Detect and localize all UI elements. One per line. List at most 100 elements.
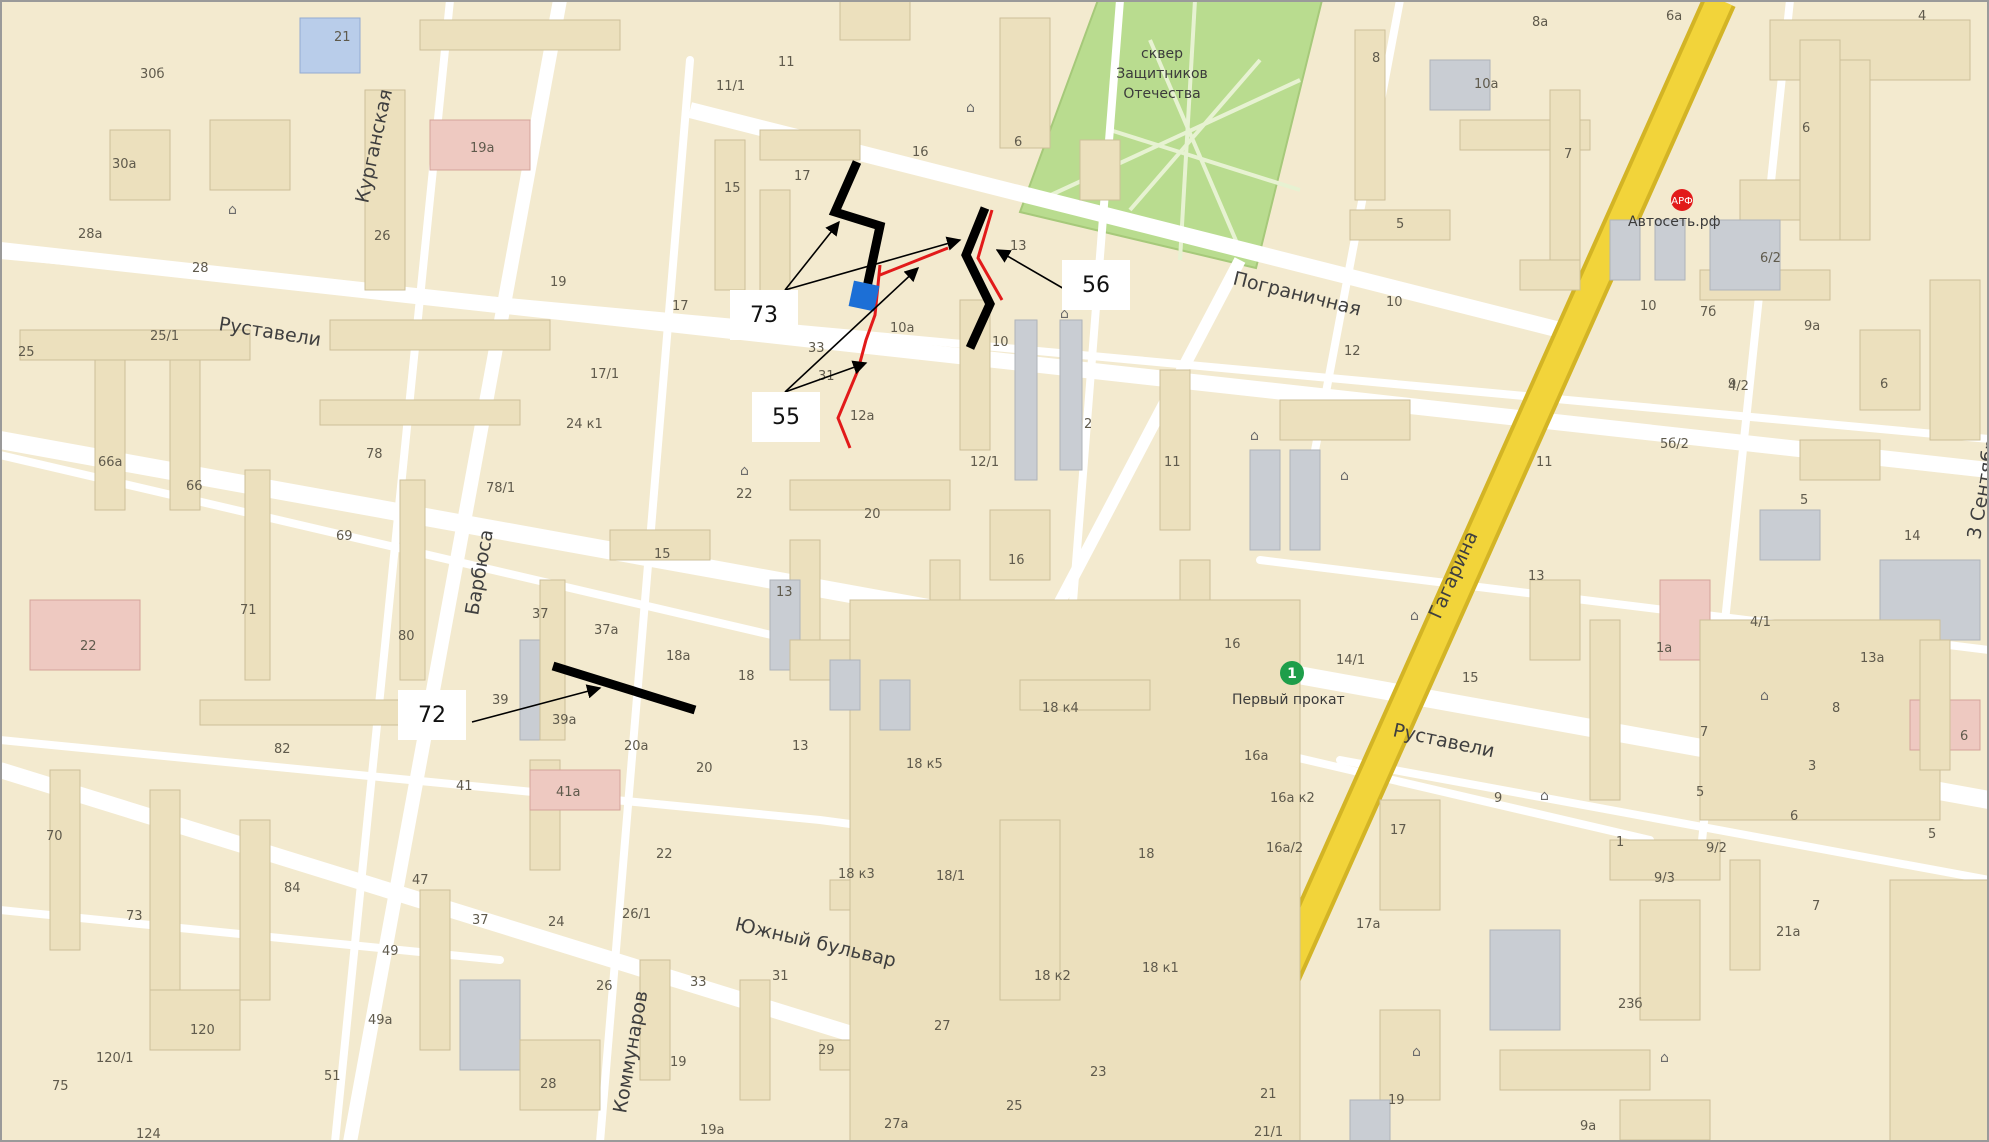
park-label: сквер Защитников Отечества (1116, 46, 1208, 102)
house-number: 5 (1696, 785, 1704, 800)
house-number: 39 (492, 693, 509, 708)
house-number: 4/1 (1750, 615, 1771, 630)
callout-56: 56 (1062, 260, 1130, 310)
house-number: 10 (1386, 295, 1403, 310)
house-number: 24 к1 (566, 417, 603, 432)
house-number: 71 (240, 603, 257, 618)
house-number: 20 (696, 761, 713, 776)
house-number: 120/1 (96, 1051, 133, 1066)
house-number: 33 (690, 975, 707, 990)
house-number: 73 (126, 909, 143, 924)
house-number: 9 (1728, 377, 1736, 392)
house-number: 17 (672, 299, 689, 314)
route-segment-72 (551, 661, 697, 715)
park-label-line-3: Отечества (1123, 86, 1200, 102)
house-number: 18 к2 (1034, 969, 1071, 984)
house-number: 23 (1090, 1065, 1107, 1080)
house-number: 5б/2 (1660, 437, 1689, 452)
house-number: 11 (1536, 455, 1553, 470)
house-number: 3 (1808, 759, 1816, 774)
house-number: 18 к3 (838, 867, 875, 882)
house-number: 12а (850, 409, 875, 424)
house-number: 7 (1812, 899, 1820, 914)
house-number: 16 (1224, 637, 1241, 652)
shop-poi[interactable]: АРФ Автосеть.рф (1628, 189, 1721, 230)
house-number: 4 (1918, 9, 1926, 24)
house-number: 13 (1528, 569, 1545, 584)
house-number: 47 (412, 873, 429, 888)
house-number: 37а (594, 623, 619, 638)
house-number: 7 (1700, 725, 1708, 740)
shop-logo-icon (1671, 189, 1693, 211)
house-number: 13 (792, 739, 809, 754)
house-number: 18/1 (936, 869, 965, 884)
house-number: 21/1 (1254, 1125, 1283, 1140)
house-number: 41 (456, 779, 473, 794)
house-number: 5 (1800, 493, 1808, 508)
house-number: 5 (1928, 827, 1936, 842)
house-number: 18 к1 (1142, 961, 1179, 976)
poi-marker-icon (1280, 661, 1304, 685)
house-number: 25 (18, 345, 35, 360)
house-number: 15 (724, 181, 741, 196)
house-number: 19 (550, 275, 567, 290)
house-number: 18 (1138, 847, 1155, 862)
house-numbers: 21 30б 30а 28а 28 25 25/1 19а 26 19 66а … (18, 9, 1968, 1142)
house-number: 19 (1388, 1093, 1405, 1108)
house-number: 22 (80, 639, 97, 654)
house-number: 17а (1356, 917, 1381, 932)
house-icon: ⌂ (1412, 1044, 1421, 1060)
blue-location-marker[interactable] (848, 280, 880, 312)
house-number: 26/1 (622, 907, 651, 922)
callout-label: 72 (418, 703, 446, 728)
callout-label: 55 (772, 405, 800, 430)
house-number: 28 (192, 261, 209, 276)
house-number: 13 (1010, 239, 1027, 254)
house-number: 15 (1462, 671, 1479, 686)
house-icon: ⌂ (1540, 788, 1549, 804)
house-icon: ⌂ (1660, 1050, 1669, 1066)
house-number: 18 (738, 669, 755, 684)
black-route-markers (551, 160, 995, 715)
house-number: 29 (818, 1043, 835, 1058)
house-number: 6 (1014, 135, 1022, 150)
house-icon: ⌂ (1760, 688, 1769, 704)
house-number: 6/2 (1760, 251, 1781, 266)
house-number: 16а/2 (1266, 841, 1303, 856)
house-number: 25 (1006, 1099, 1023, 1114)
house-number: 8 (1372, 51, 1380, 66)
house-number: 26 (596, 979, 613, 994)
house-number: 49 (382, 944, 399, 959)
house-number: 9/3 (1654, 871, 1675, 886)
house-icon: ⌂ (228, 202, 237, 218)
poi-marker-number: 1 (1287, 666, 1297, 682)
house-number: 19а (470, 141, 495, 156)
house-number: 22 (656, 847, 673, 862)
house-number: 9/2 (1706, 841, 1727, 856)
house-number: 37 (532, 607, 549, 622)
house-number: 39а (552, 713, 577, 728)
callout-label: 56 (1082, 273, 1110, 298)
park-label-line-2: Защитников (1116, 66, 1208, 82)
house-number: 14 (1904, 529, 1921, 544)
house-number: 24 (548, 915, 565, 930)
house-number: 6а (1666, 9, 1682, 24)
route-segment-56 (961, 206, 995, 350)
house-number: 2 (1084, 417, 1092, 432)
house-number: 9 (1494, 791, 1502, 806)
house-number: 16 (912, 145, 929, 160)
poi-marker[interactable]: 1 Первый прокат (1232, 661, 1345, 708)
house-number: 66 (186, 479, 203, 494)
house-number: 6 (1802, 121, 1810, 136)
shop-logo-text: АРФ (1671, 196, 1693, 207)
house-number: 17 (1390, 823, 1407, 838)
house-number: 21а (1776, 925, 1801, 940)
house-number: 19 (670, 1055, 687, 1070)
house-number: 1а (1656, 641, 1672, 656)
house-number: 30а (112, 157, 137, 172)
house-number: 7 (1564, 147, 1572, 162)
house-number: 17/1 (590, 367, 619, 382)
house-number: 37 (472, 913, 489, 928)
house-number: 31 (772, 969, 789, 984)
